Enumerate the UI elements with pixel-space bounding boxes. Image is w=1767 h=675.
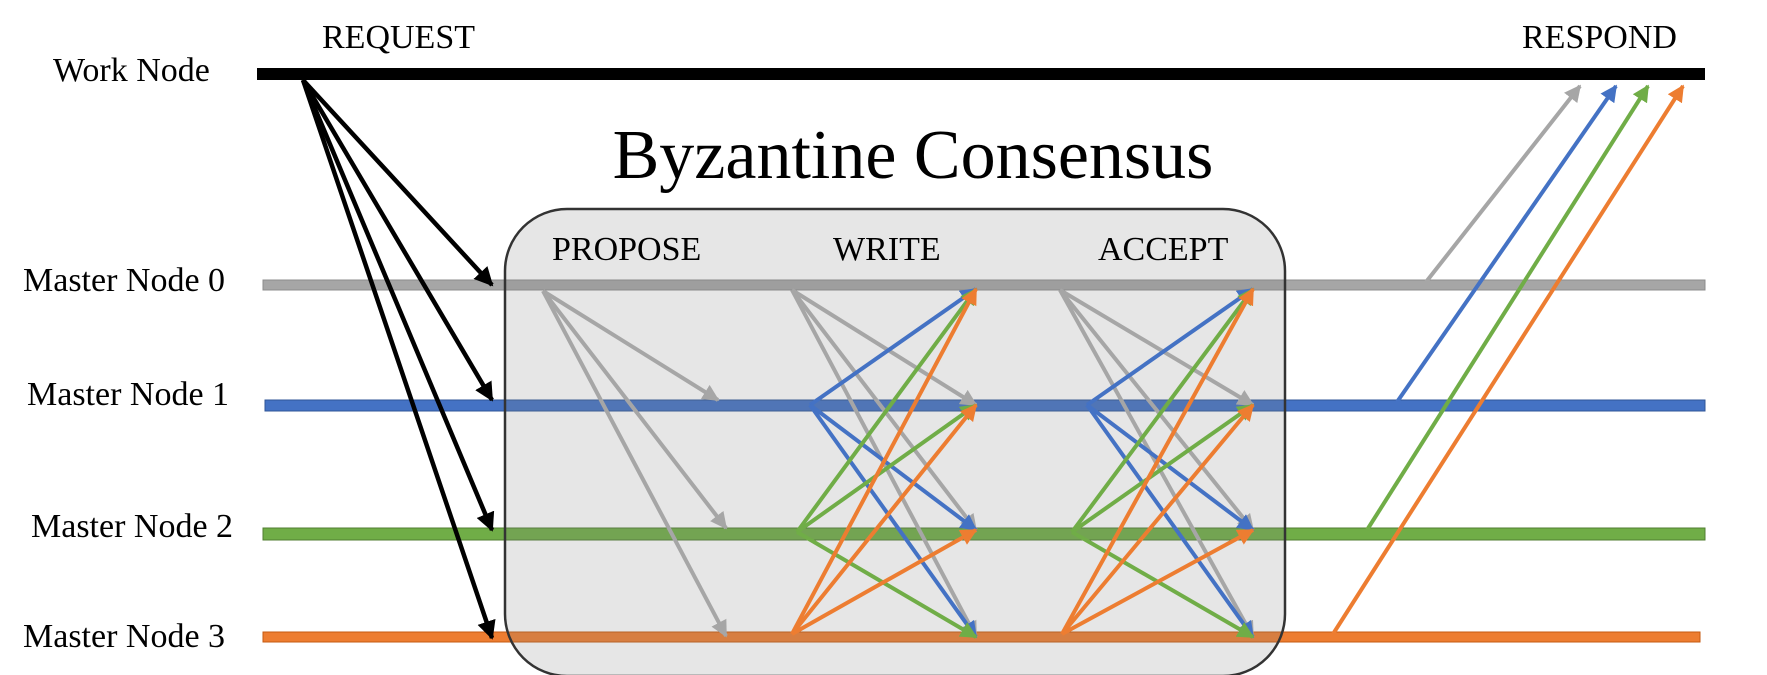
respond-arrow-0 [1424,84,1582,284]
accept-arrow-2-3 [1070,530,1255,639]
write-arrow-2-0 [795,287,978,534]
propose-label: PROPOSE [552,231,701,268]
write-arrow-0-1 [790,288,978,407]
propose-arrow-1 [541,289,728,530]
node-timelines [257,68,1706,643]
request-arrow-0 [301,78,494,287]
master-node-2-label: Master Node 2 [31,508,233,545]
accept-arrow-0-1 [1058,288,1255,407]
write-arrow-3-1 [790,403,978,636]
master-node-1-label: Master Node 1 [27,376,229,413]
master-node-0-line [262,279,1706,291]
respond-label: RESPOND [1522,19,1677,56]
write-arrow-1-2 [808,403,978,532]
write-arrow-3-2 [791,528,978,636]
accept-arrow-1-0 [1085,287,1255,407]
write-arrow-1-0 [808,287,978,407]
write-arrow-0-2 [790,288,978,532]
master-node-0-label: Master Node 0 [23,262,225,299]
accept-arrow-3-2 [1061,528,1255,636]
respond-arrow-3 [1331,84,1685,636]
accept-arrow-2-0 [1070,287,1255,534]
accept-arrow-2-1 [1070,403,1255,534]
write-arrow-1-3 [808,403,978,639]
write-label: WRITE [833,231,941,268]
propose-arrow-2 [541,290,728,638]
write-arrow-3-0 [790,287,978,635]
propose-arrow-0 [541,289,720,402]
master-node-3-label: Master Node 3 [23,618,225,655]
respond-arrow-1 [1395,84,1618,404]
accept-label: ACCEPT [1098,231,1229,268]
write-arrow-2-3 [795,530,978,639]
respond-arrow-2 [1365,84,1650,532]
accept-arrow-3-1 [1060,403,1255,636]
request-arrow-3 [300,79,496,640]
accept-arrow-3-0 [1060,287,1255,635]
master-node-1-line [264,399,1706,412]
master-node-3-line [262,631,1701,643]
accept-arrow-0-2 [1058,288,1255,532]
labels: Byzantine Consensus Work Node REQUEST RE… [23,19,1677,655]
message-arrows [300,78,1685,640]
accept-arrow-1-2 [1085,403,1255,532]
request-arrow-1 [301,78,494,402]
diagram-title: Byzantine Consensus [613,117,1214,194]
accept-arrow-1-3 [1085,403,1255,639]
work-node-label: Work Node [53,52,210,89]
request-label: REQUEST [322,19,475,56]
master-node-2-line [262,527,1706,541]
write-arrow-2-1 [795,403,978,534]
request-arrow-2 [300,79,495,532]
